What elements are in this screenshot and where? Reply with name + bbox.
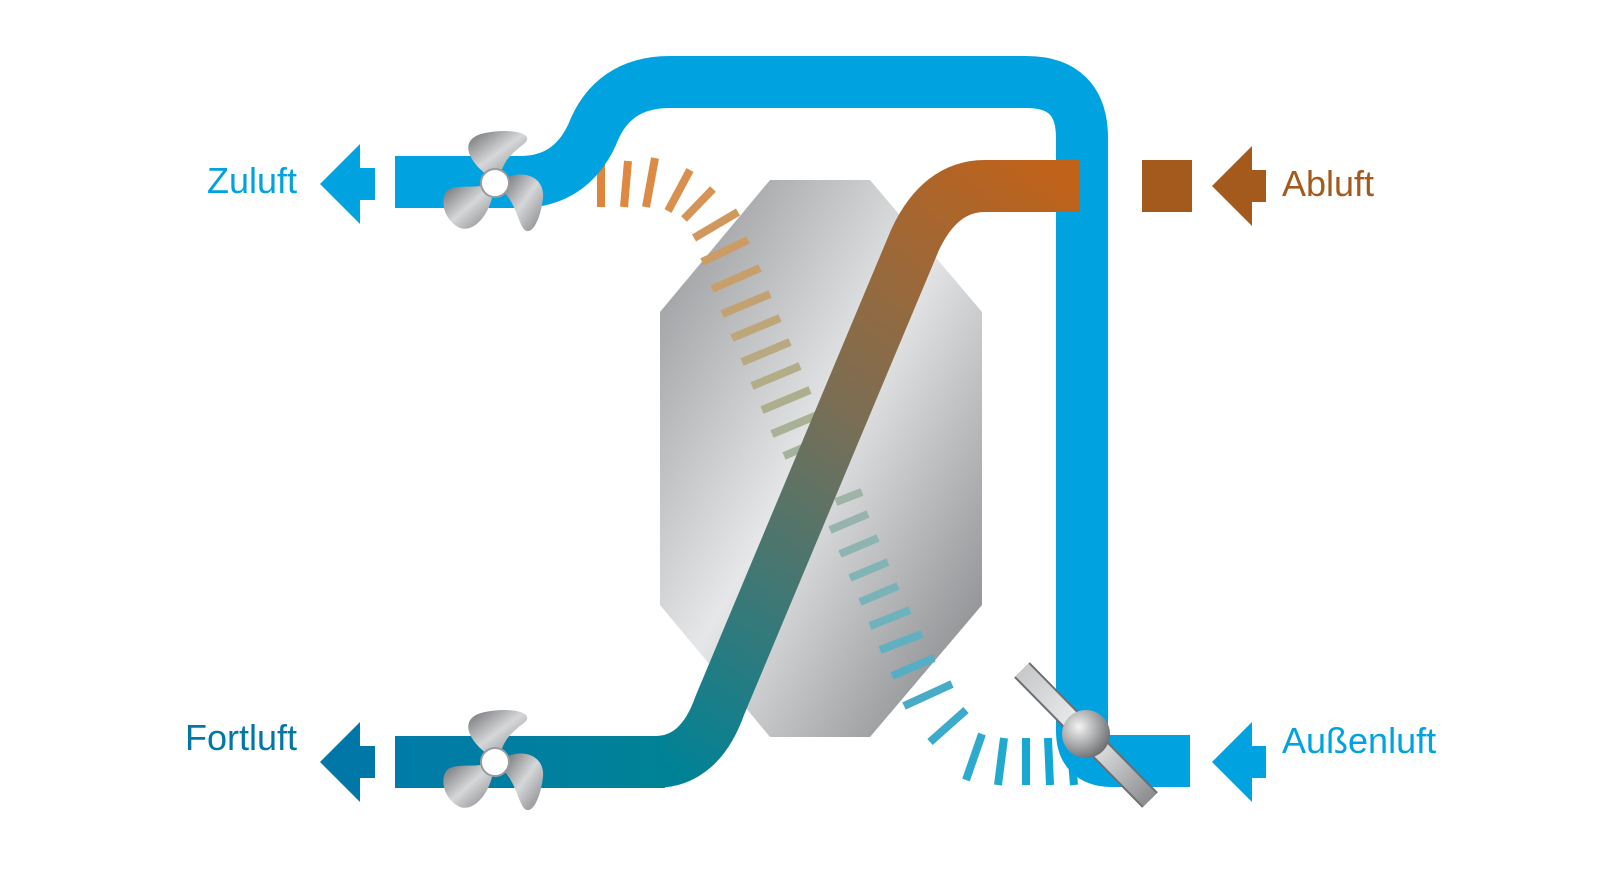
damper-valve-icon <box>1014 662 1158 808</box>
extract-air-label: Abluft <box>1282 163 1375 204</box>
exhaust-air-arrow-icon <box>320 722 375 802</box>
extract-air-duct-stub <box>1142 160 1192 212</box>
supply-air-arrow-icon <box>320 144 375 224</box>
extract-air-flow-stripes <box>597 157 832 460</box>
supply-air-label: Zuluft <box>206 160 297 201</box>
outdoor-air-arrow-icon <box>1212 722 1266 802</box>
outdoor-air-label: Außenluft <box>1282 720 1437 761</box>
extract-air-arrow-icon <box>1212 146 1266 226</box>
outdoor-air-flow-stripes <box>828 488 1078 786</box>
exhaust-air-label: Fortluft <box>184 717 297 758</box>
extract-air-duct <box>395 160 1080 788</box>
